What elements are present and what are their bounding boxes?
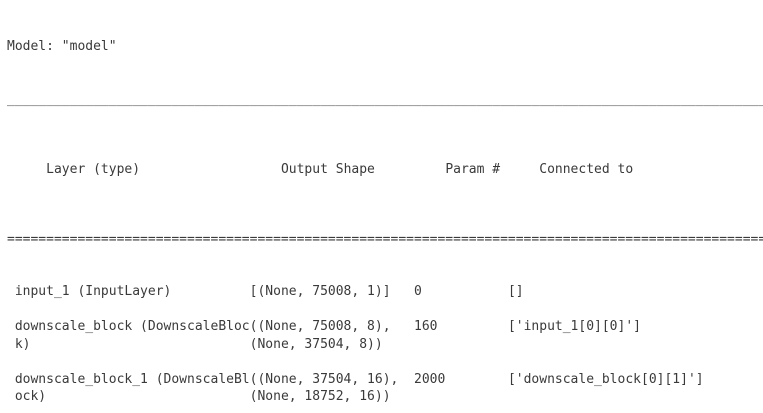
cell-output-shape: (None, 37504, 8)) [249, 336, 415, 352]
cell-param-count [414, 389, 508, 404]
cell-connected-to: [] [507, 284, 524, 299]
header-cell-param-count: Param # [445, 161, 540, 177]
table-row-line: downscale_block (DownscaleBloc((None, 75… [7, 318, 763, 336]
cell-layer-type: k) [7, 336, 250, 352]
table-row: input_1 (InputLayer) [(None, 75008, 1)] … [7, 283, 763, 301]
cell-param-count: 2000 [414, 371, 508, 387]
header-cell-layer-type: Layer (type) [38, 161, 281, 177]
cell-connected-to: ['downscale_block[0][1]'] [507, 371, 704, 387]
table-row-line: input_1 (InputLayer) [(None, 75008, 1)] … [7, 283, 763, 301]
cell-output-shape: ((None, 75008, 8), [249, 319, 415, 334]
cell-layer-type: ock) [7, 389, 250, 404]
cell-output-shape: (None, 18752, 16)) [249, 389, 415, 404]
header-cell-connected-to: Connected to [539, 161, 634, 177]
cell-output-shape: [(None, 75008, 1)] [249, 284, 415, 299]
header-rule: ========================================… [7, 231, 763, 247]
cell-param-count: 0 [414, 284, 508, 299]
cell-connected-to: ['input_1[0][0]'] [507, 319, 641, 334]
table-row-line: downscale_block_1 (DownscaleBl((None, 37… [7, 371, 763, 389]
table-row-line: k) (None, 37504, 8)) [7, 336, 763, 354]
cell-layer-type: downscale_block_1 (DownscaleBl [7, 371, 250, 387]
header-cell-output-shape: Output Shape [280, 161, 446, 177]
model-title: Model: "model" [7, 39, 117, 54]
table-body: input_1 (InputLayer) [(None, 75008, 1)] … [7, 283, 763, 413]
table-row: downscale_block_1 (DownscaleBl((None, 37… [7, 371, 763, 406]
cell-param-count [414, 337, 508, 352]
table-row: downscale_block (DownscaleBloc((None, 75… [7, 318, 763, 353]
cell-output-shape: ((None, 37504, 16), [249, 371, 415, 387]
top-rule: ________________________________________… [7, 91, 763, 107]
cell-layer-type: downscale_block (DownscaleBloc [7, 319, 250, 334]
table-header-row: Layer (type) Output Shape Param # Connec… [7, 143, 763, 196]
cell-layer-type: input_1 (InputLayer) [7, 284, 250, 299]
table-row-line: ock) (None, 18752, 16)) [7, 388, 763, 406]
cell-param-count: 160 [414, 319, 508, 334]
